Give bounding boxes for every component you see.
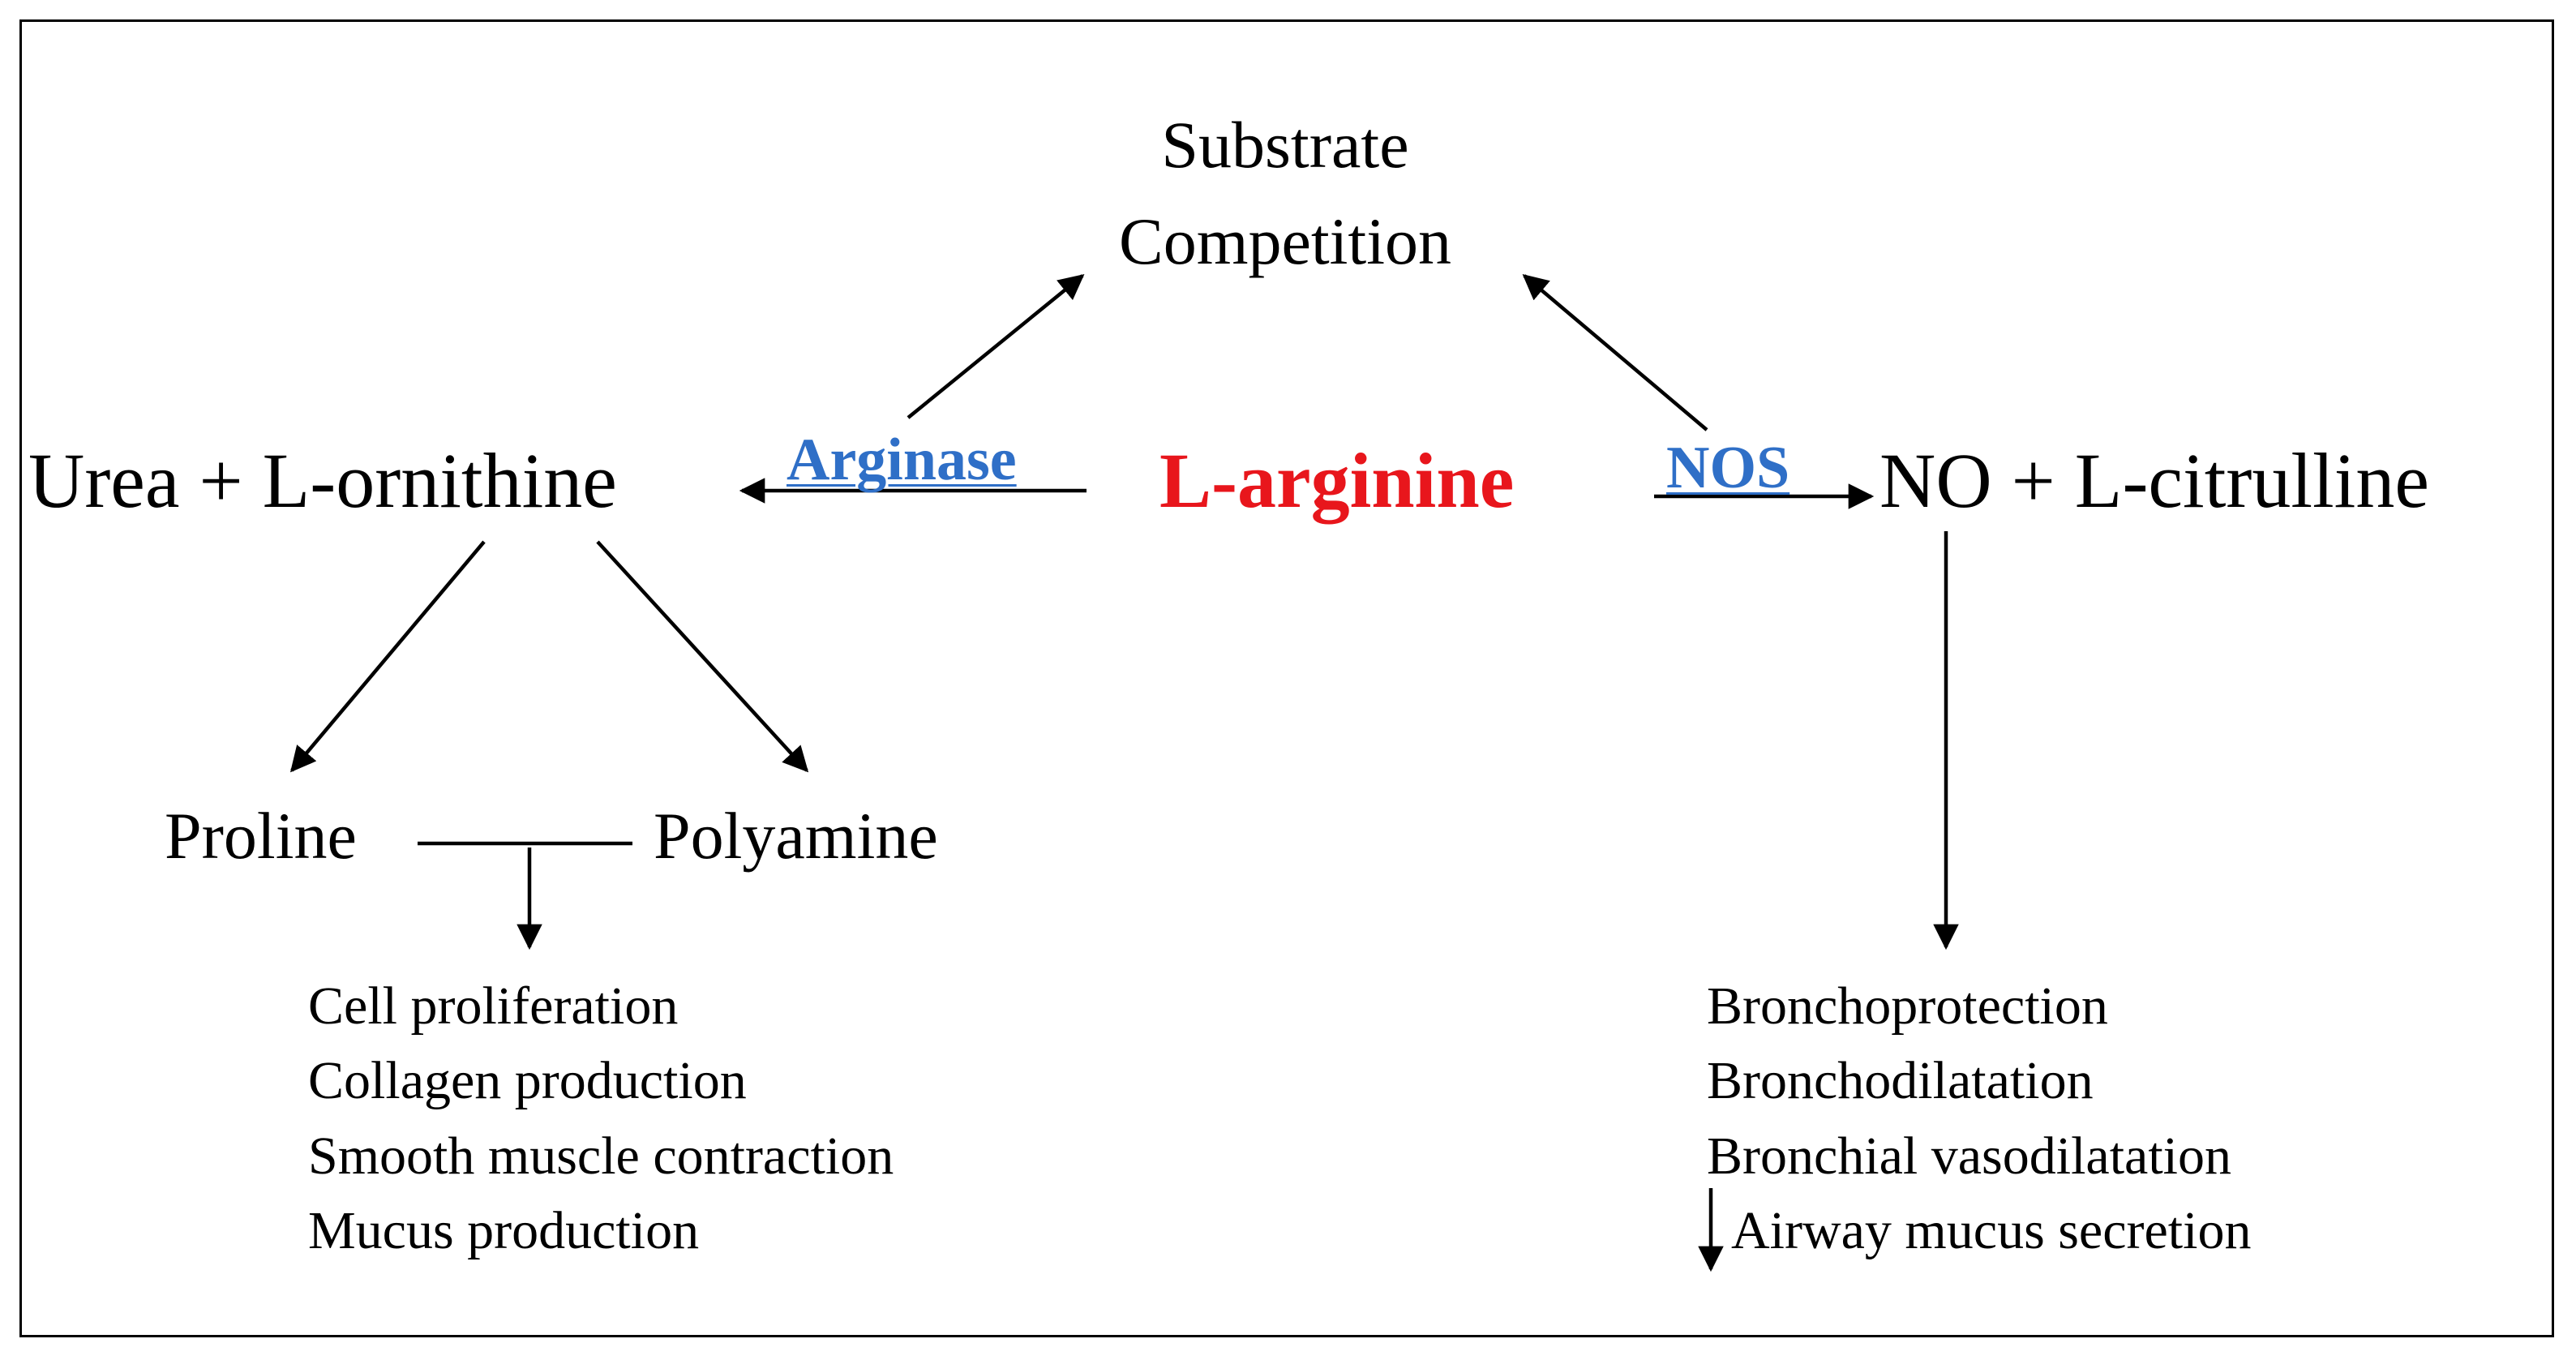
nos-enzyme-label: NOS (1666, 435, 1790, 501)
no-citrulline-label: NO + L-citrulline (1879, 437, 2429, 524)
right-effect-item: Bronchoprotection (1707, 976, 2108, 1036)
polyamine-label: Polyamine (654, 799, 938, 873)
right-effect-item: Bronchial vasodilatation (1707, 1126, 2232, 1186)
diagram-frame (19, 19, 2554, 1337)
substrate-competition-line1: Substrate (1161, 108, 1409, 182)
arrow-ornithine-to-proline (289, 540, 486, 773)
arrow-ornithine-to-polyamine (596, 540, 809, 773)
right-effects-list: Bronchoprotection Bronchodilatation Bron… (1707, 969, 2251, 1269)
substrate-competition-line2: Competition (1119, 204, 1451, 278)
arrow-arginase-to-competition (907, 274, 1085, 419)
left-effect-item: Cell proliferation (308, 976, 679, 1036)
right-effect-item: Bronchodilatation (1707, 1051, 2094, 1111)
proline-label: Proline (165, 799, 357, 873)
substrate-competition-label: Substrate Competition (1119, 97, 1451, 290)
arrow-nos-to-competition (1522, 273, 1708, 431)
left-effects-list: Cell proliferation Collagen production S… (308, 969, 894, 1269)
right-effect-item: Airway mucus secretion (1731, 1201, 2252, 1261)
left-effect-item: Mucus production (308, 1201, 700, 1261)
left-effect-item: Collagen production (308, 1051, 747, 1111)
l-arginine-label: L-arginine (1159, 437, 1515, 524)
arginase-enzyme-label: Arginase (787, 427, 1017, 493)
urea-ornithine-label: Urea + L-ornithine (28, 437, 617, 524)
left-effect-item: Smooth muscle contraction (308, 1126, 894, 1186)
